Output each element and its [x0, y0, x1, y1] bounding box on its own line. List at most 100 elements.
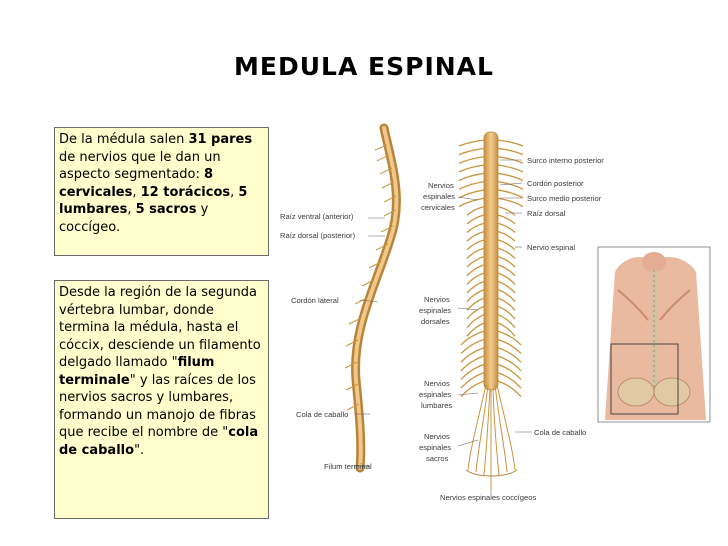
- box2-text-3: ".: [134, 442, 145, 458]
- nerve-branch: [496, 288, 516, 303]
- nerve-branch: [496, 363, 522, 380]
- info-box-segments: De la médula salen 31 pares de nervios q…: [54, 127, 269, 256]
- box2-text-1: Desde la región de la segunda vértebra l…: [59, 285, 261, 370]
- label-dorsales-3: dorsales: [421, 317, 450, 326]
- nerve-branch: [496, 330, 522, 346]
- nerve-branch: [496, 255, 516, 268]
- frontal-spinal-cord: [483, 131, 499, 391]
- label-lumbares-3: lumbares: [421, 401, 452, 410]
- nerve-branch: [466, 230, 486, 242]
- nerve-branch: [496, 355, 522, 372]
- nerve-branch: [458, 139, 486, 147]
- nerve-branch: [460, 330, 486, 346]
- label-cola-izquierda: Cola de caballo: [296, 410, 348, 419]
- box2-bold-cola: cola de caballo: [59, 425, 259, 458]
- nerve-branch: [466, 305, 486, 320]
- nerve-branch: [460, 346, 486, 363]
- nerve-branch: [496, 164, 524, 173]
- nerve-branch: [496, 238, 516, 251]
- back-illustration: [597, 246, 711, 423]
- label-raiz-dorsal: Raíz dorsal: [527, 209, 566, 218]
- nerve-branch: [460, 371, 486, 389]
- label-raiz-ventral: Raíz ventral (anterior): [280, 212, 354, 221]
- leader-lines: [355, 159, 532, 494]
- label-cervicales-2: espinales: [423, 192, 455, 201]
- label-cordon-posterior: Cordón posterior: [527, 179, 584, 188]
- nerve-branch: [496, 247, 516, 259]
- nerve-branch: [496, 338, 522, 355]
- label-lumbares-2: espinales: [419, 390, 451, 399]
- info-box-filum: Desde la región de la segunda vértebra l…: [54, 280, 269, 519]
- nerve-branch: [496, 139, 524, 147]
- label-filum: Filum terminal: [324, 462, 372, 471]
- nerve-branch: [466, 214, 486, 225]
- nerve-branch: [466, 288, 486, 303]
- nerve-branch: [496, 321, 516, 337]
- nerve-branch: [496, 371, 522, 389]
- box1-bold-sacral: 5 sacros: [135, 202, 197, 217]
- page-title: MEDULA ESPINAL: [234, 52, 494, 81]
- nerve-branch: [466, 280, 486, 294]
- nerve-branch: [460, 355, 486, 372]
- nerve-branch: [458, 189, 486, 199]
- box1-text-3: ,: [132, 184, 141, 200]
- label-sacros-3: sacros: [426, 454, 449, 463]
- frontal-nerve-branches: [458, 139, 524, 398]
- nerve-branch: [496, 214, 516, 225]
- label-surco-interno: Surco interno posterior: [527, 156, 604, 165]
- nerve-branch: [466, 205, 486, 216]
- nerve-branch: [466, 222, 486, 233]
- label-lumbares-1: Nervios: [424, 379, 450, 388]
- nerve-branch: [458, 172, 486, 182]
- lateral-spinal-cord: [351, 123, 401, 473]
- box1-bold-lumbar: 5 lumbares: [59, 184, 248, 218]
- nerve-branch: [496, 313, 516, 329]
- box2-text-2: " y las raíces de los nervios sacros y l…: [59, 372, 256, 441]
- label-dorsales-1: Nervios: [424, 295, 450, 304]
- nerve-branch: [458, 164, 486, 173]
- lateral-nerve-roots: [344, 144, 397, 411]
- box1-text-6: y coccígeo.: [59, 202, 209, 235]
- nerve-branch: [496, 205, 516, 216]
- label-cordon-lateral: Cordón lateral: [291, 296, 339, 305]
- label-coccigeos: Nervios espinales coccígeos: [440, 493, 536, 502]
- label-dorsales-2: espinales: [419, 306, 451, 315]
- nerve-branch: [466, 263, 486, 277]
- box2-bold-filum: filum terminale: [59, 355, 215, 388]
- nerve-branch: [496, 155, 524, 164]
- cauda-equina: [465, 384, 518, 490]
- nerve-branch: [458, 197, 486, 208]
- label-cervicales-3: cervicales: [421, 203, 455, 212]
- nerve-branch: [496, 172, 524, 182]
- box1-bold-cervical: 8 cervicales: [59, 167, 214, 200]
- nerve-branch: [458, 147, 486, 156]
- box1-text-1: De la médula salen: [59, 132, 189, 147]
- label-cola-derecha: Cola de caballo: [534, 428, 586, 437]
- nerve-branch: [496, 272, 516, 285]
- box1-bold-pairs: 31 pares: [188, 132, 253, 147]
- nerve-branch: [466, 238, 486, 251]
- nerve-branch: [466, 247, 486, 259]
- label-raiz-dorsal-posterior: Raíz dorsal (posterior): [280, 231, 356, 240]
- box1-text-2: de nervios que le dan un aspecto segment…: [59, 149, 221, 183]
- nerve-branch: [496, 147, 524, 156]
- nerve-branch: [466, 321, 486, 337]
- lateral-spinal-cord-highlight: [353, 126, 399, 470]
- label-sacros-1: Nervios: [424, 432, 450, 441]
- label-sacros-2: espinales: [419, 443, 451, 452]
- nerve-branch: [466, 255, 486, 268]
- label-surco-medio: Surco medio posterior: [527, 194, 602, 203]
- box1-bold-thoracic: 12 torácicos: [140, 184, 231, 200]
- nerve-branch: [460, 380, 486, 398]
- nerve-branch: [496, 197, 524, 208]
- nerve-branch: [458, 155, 486, 164]
- label-nervio-espinal: Nervio espinal: [527, 243, 575, 252]
- nerve-branch: [496, 380, 522, 398]
- nerve-branch: [496, 263, 516, 277]
- nerve-branch: [460, 338, 486, 355]
- nerve-branch: [496, 180, 524, 190]
- nerve-branch: [496, 297, 516, 311]
- box1-text-5: ,: [127, 202, 136, 217]
- nerve-branch: [496, 346, 522, 363]
